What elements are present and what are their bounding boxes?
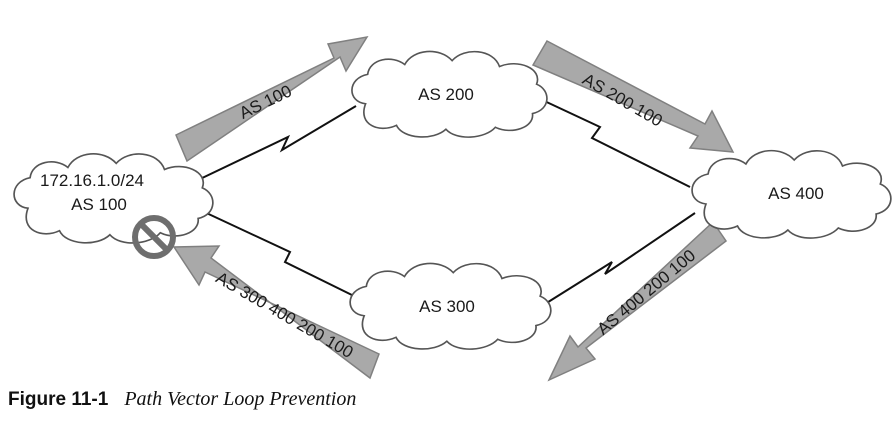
link-as300-as400 [544, 212, 696, 305]
arrow-as400-200-100: AS 400 200 100 [547, 220, 728, 382]
caption-number: Figure 11-1 [8, 389, 109, 410]
as400-label: AS 400 [768, 184, 824, 203]
arrow-as200-100: AS 200 100 [531, 40, 735, 153]
arrow-label-as300-400-200-100: AS 300 400 200 100 [213, 268, 357, 362]
link-as200-as400 [537, 97, 691, 188]
no-entry-icon [132, 215, 176, 259]
as300-label: AS 300 [419, 297, 475, 316]
arrow-as100: AS 100 [175, 35, 369, 163]
link-origin-as300 [199, 209, 359, 299]
arrow-label-as100: AS 100 [236, 81, 294, 123]
link-origin-as200 [197, 105, 357, 181]
as200-label: AS 200 [418, 85, 474, 104]
caption-title: Path Vector Loop Prevention [124, 388, 357, 410]
figure-caption: Figure 11-1 Path Vector Loop Prevention [8, 388, 356, 418]
origin-as-label: AS 100 [71, 195, 127, 214]
origin-prefix-label: 172.16.1.0/24 [40, 171, 144, 190]
arrow-as300-400-200-100: AS 300 400 200 100 [172, 245, 380, 380]
arrow-label-as400-200-100: AS 400 200 100 [594, 246, 700, 339]
